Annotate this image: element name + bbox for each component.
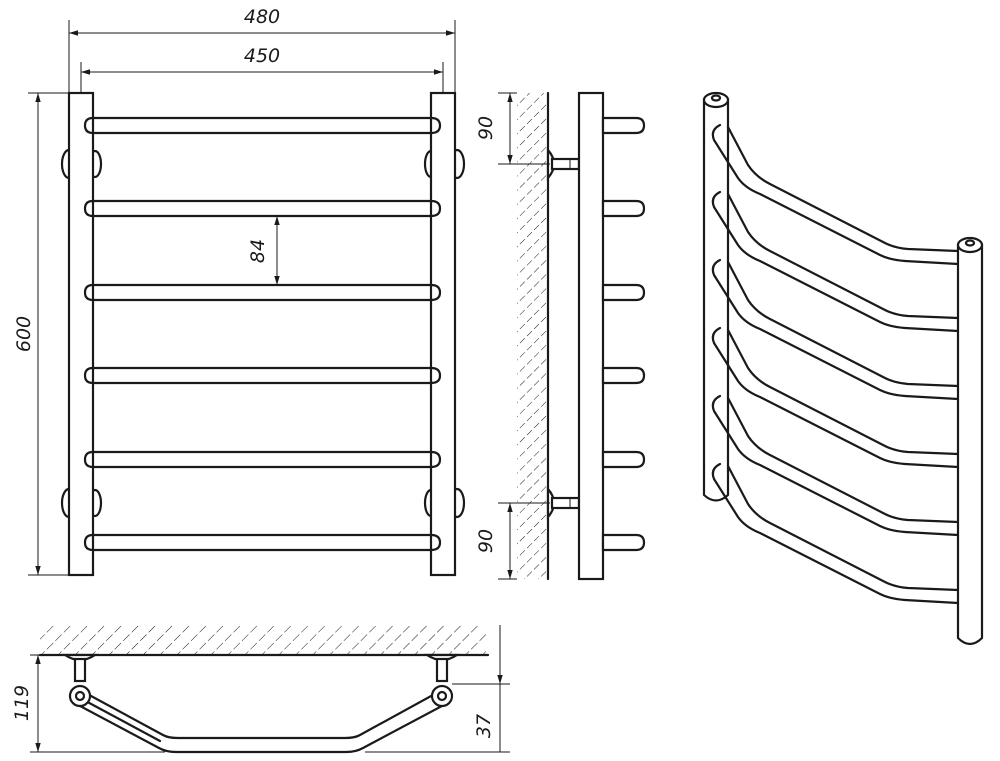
dim-450-label: 450 bbox=[244, 45, 280, 67]
iso-rungs bbox=[711, 123, 960, 605]
left-post bbox=[67, 91, 95, 577]
dimension-top-offset: 90 bbox=[475, 92, 550, 165]
dimension-overall-width: 480 bbox=[68, 6, 456, 92]
dimension-bracket-offset: 37 bbox=[365, 625, 510, 753]
dim-37-label: 37 bbox=[473, 714, 495, 738]
dim-90-bottom-label: 90 bbox=[475, 529, 497, 553]
side-view: 90 90 bbox=[475, 91, 646, 581]
dim-84-label: 84 bbox=[247, 239, 269, 263]
side-wall-hatch bbox=[517, 93, 548, 579]
dim-600-label: 600 bbox=[13, 316, 35, 352]
side-brackets bbox=[546, 147, 581, 520]
isometric-view bbox=[702, 91, 984, 646]
top-wall-hatch bbox=[40, 625, 488, 655]
side-post bbox=[577, 91, 605, 581]
side-rung-stubs bbox=[601, 116, 646, 552]
dimension-axis-width: 450 bbox=[80, 45, 444, 92]
dimension-height: 600 bbox=[13, 92, 68, 576]
dimension-bottom-offset: 90 bbox=[475, 502, 550, 580]
iso-right-post bbox=[956, 243, 984, 646]
dimension-rung-pitch: 84 bbox=[247, 216, 280, 285]
dim-119-label: 119 bbox=[11, 685, 33, 721]
right-post bbox=[429, 91, 457, 577]
dim-90-top-label: 90 bbox=[475, 116, 497, 140]
front-rungs bbox=[83, 116, 442, 552]
top-post-ends bbox=[68, 684, 454, 708]
top-wall-brackets bbox=[61, 653, 461, 683]
front-rung-ends bbox=[83, 116, 442, 552]
iso-left-post bbox=[702, 98, 730, 502]
dim-480-label: 480 bbox=[244, 6, 280, 28]
top-rung-outline bbox=[78, 688, 444, 754]
front-view: 480 450 600 84 bbox=[13, 6, 466, 577]
dimension-depth: 119 bbox=[11, 654, 165, 753]
top-view: 119 37 bbox=[11, 625, 510, 754]
